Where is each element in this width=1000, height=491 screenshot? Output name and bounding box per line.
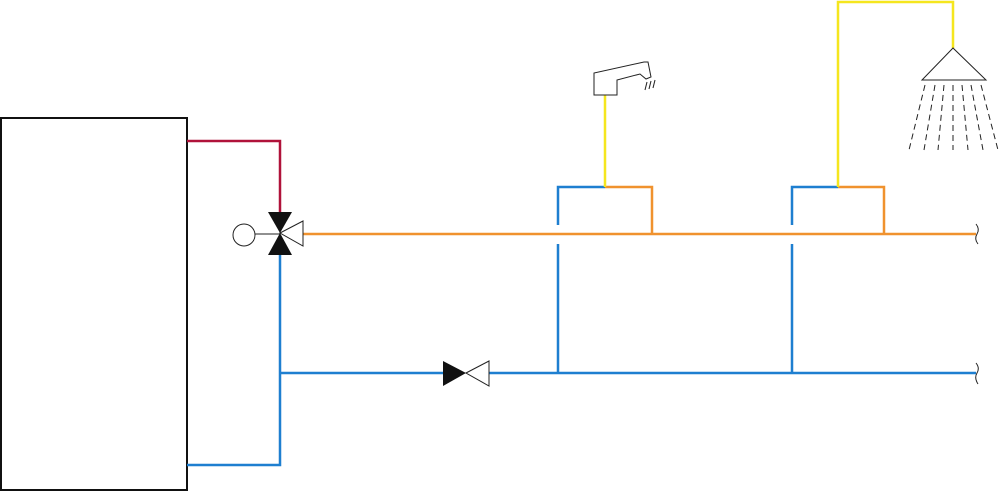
hot-supply-pipe [187,139,282,213]
shower-head-icon [908,47,999,151]
branch2-supply [838,185,886,234]
return-pipe-to-tank [187,254,282,467]
branch1-supply [605,185,654,234]
branch1-return-upper [556,185,605,225]
pipe-break-icon [975,362,979,385]
check-valve[interactable] [443,360,490,387]
water-heater-tank [0,117,188,491]
three-way-mixing-valve[interactable] [232,212,304,255]
pipe-break-icon [975,223,979,245]
branch2-outlet-pipe [836,0,955,187]
valve-actuator-icon [232,223,256,247]
faucet-icon [593,61,656,96]
branch2-return-upper [790,185,838,225]
